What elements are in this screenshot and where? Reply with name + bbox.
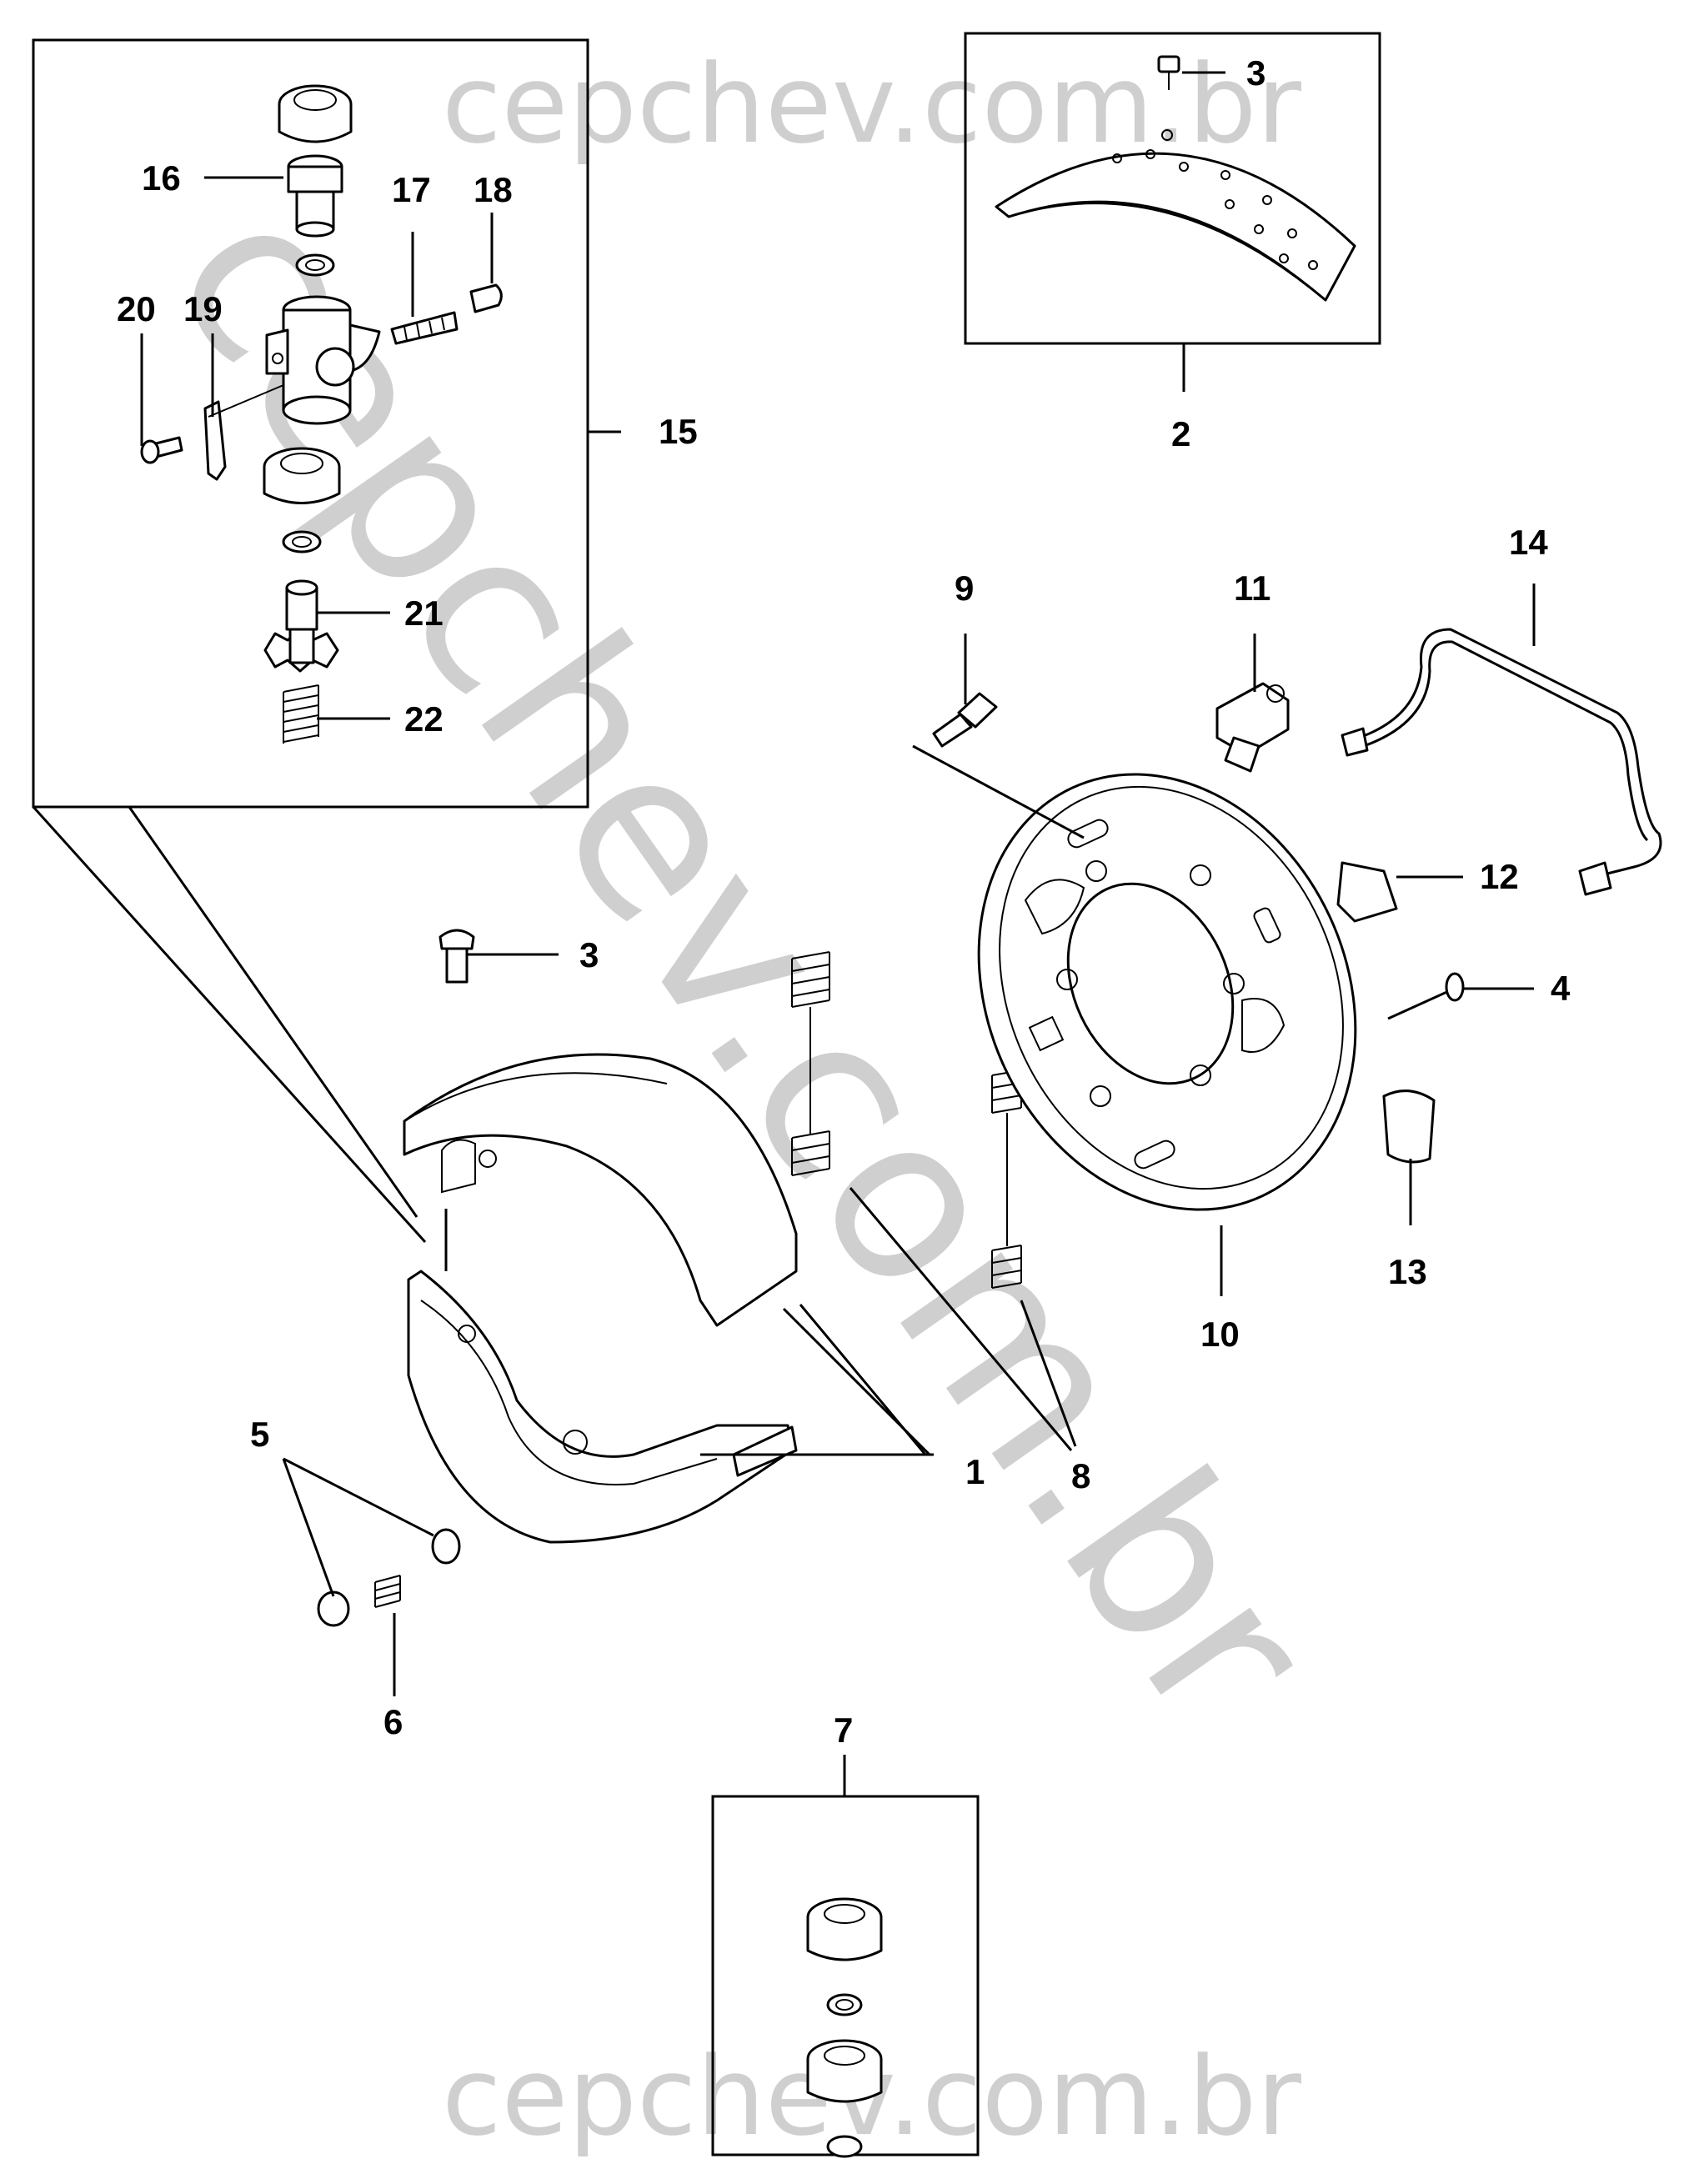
repair-kit-parts: [806, 1897, 883, 2158]
bleeder-screw: [390, 311, 459, 345]
brake-lining: [995, 55, 1356, 302]
callout-15: 15: [659, 412, 698, 451]
brake-lining-box: [964, 32, 1381, 345]
wheel-cylinder-assembly: [140, 84, 503, 744]
leader-box-left: [32, 805, 427, 1244]
callout-5: 5: [250, 1415, 269, 1454]
pin-4: [1387, 972, 1465, 1020]
callout-22: 22: [404, 699, 444, 739]
callout-14: 14: [1509, 523, 1548, 562]
connector-11: [1215, 682, 1290, 773]
return-springs: [791, 951, 1022, 1289]
brake-pipe: [1341, 628, 1662, 896]
callout-19: 19: [183, 289, 223, 328]
callout-13: 13: [1388, 1252, 1427, 1291]
cup-seal-top: [295, 253, 335, 277]
callout-4: 4: [1551, 969, 1571, 1008]
brake-shoes: [403, 1053, 798, 1544]
shoe-lower: [407, 1270, 794, 1544]
callout-10: 10: [1200, 1315, 1240, 1354]
callout-16: 16: [142, 158, 181, 198]
callout-2: 2: [1171, 414, 1190, 453]
bleeder-9: [932, 692, 998, 748]
callout-21: 21: [404, 594, 444, 633]
rivet-loose: [439, 929, 475, 984]
plug-13: [1382, 1089, 1436, 1164]
shoe-upper: [403, 1053, 798, 1327]
adjuster-spring: [283, 684, 319, 743]
leader-lines: [140, 71, 1536, 1796]
callout-labels: 1 2 3 3 4 5 6 7 8 9 10 11 12 13 14 15 16…: [117, 53, 1571, 1750]
callout-3-lining: 3: [1246, 53, 1265, 93]
callout-3-rivet: 3: [579, 935, 599, 974]
callout-9: 9: [955, 569, 974, 608]
backing-plate: [977, 773, 1357, 1211]
leader-box-right: [128, 806, 418, 1218]
callout-12: 12: [1480, 857, 1519, 896]
callout-18: 18: [474, 170, 513, 209]
rivet: [1157, 55, 1180, 73]
callout-11: 11: [1234, 569, 1270, 608]
callout-6: 6: [383, 1702, 403, 1741]
callout-1: 1: [965, 1452, 985, 1491]
bleeder-cap: [469, 283, 503, 313]
clip: [203, 400, 227, 481]
wheel-cylinder-box: [32, 38, 589, 809]
callout-20: 20: [117, 289, 156, 328]
hold-down-parts: [317, 1528, 461, 1627]
callout-17: 17: [392, 170, 431, 209]
clip-12: [1336, 861, 1398, 923]
callout-8: 8: [1071, 1456, 1090, 1495]
callout-7: 7: [834, 1711, 853, 1750]
